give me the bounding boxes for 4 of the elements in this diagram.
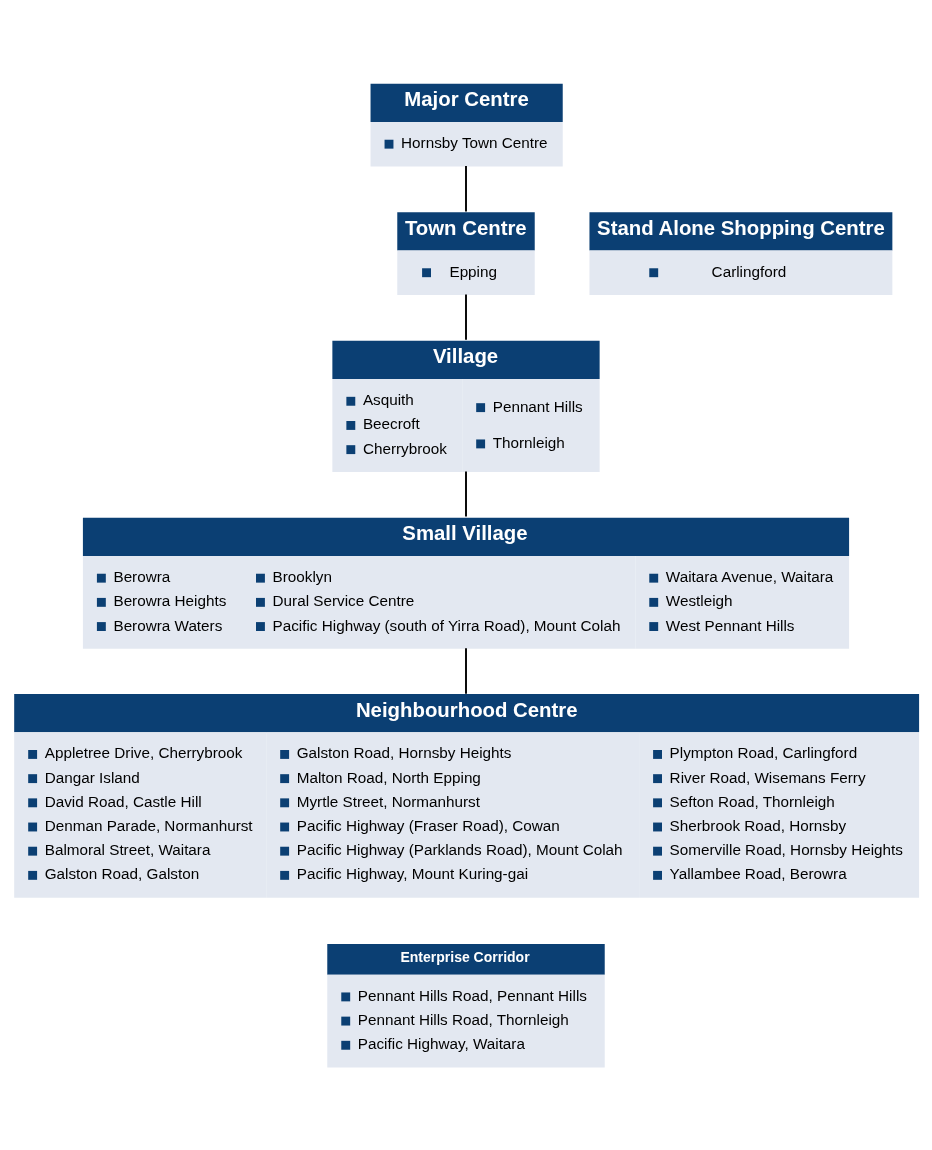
connector <box>465 647 467 695</box>
connector <box>465 293 467 341</box>
connector <box>465 470 467 518</box>
connector <box>465 165 467 213</box>
